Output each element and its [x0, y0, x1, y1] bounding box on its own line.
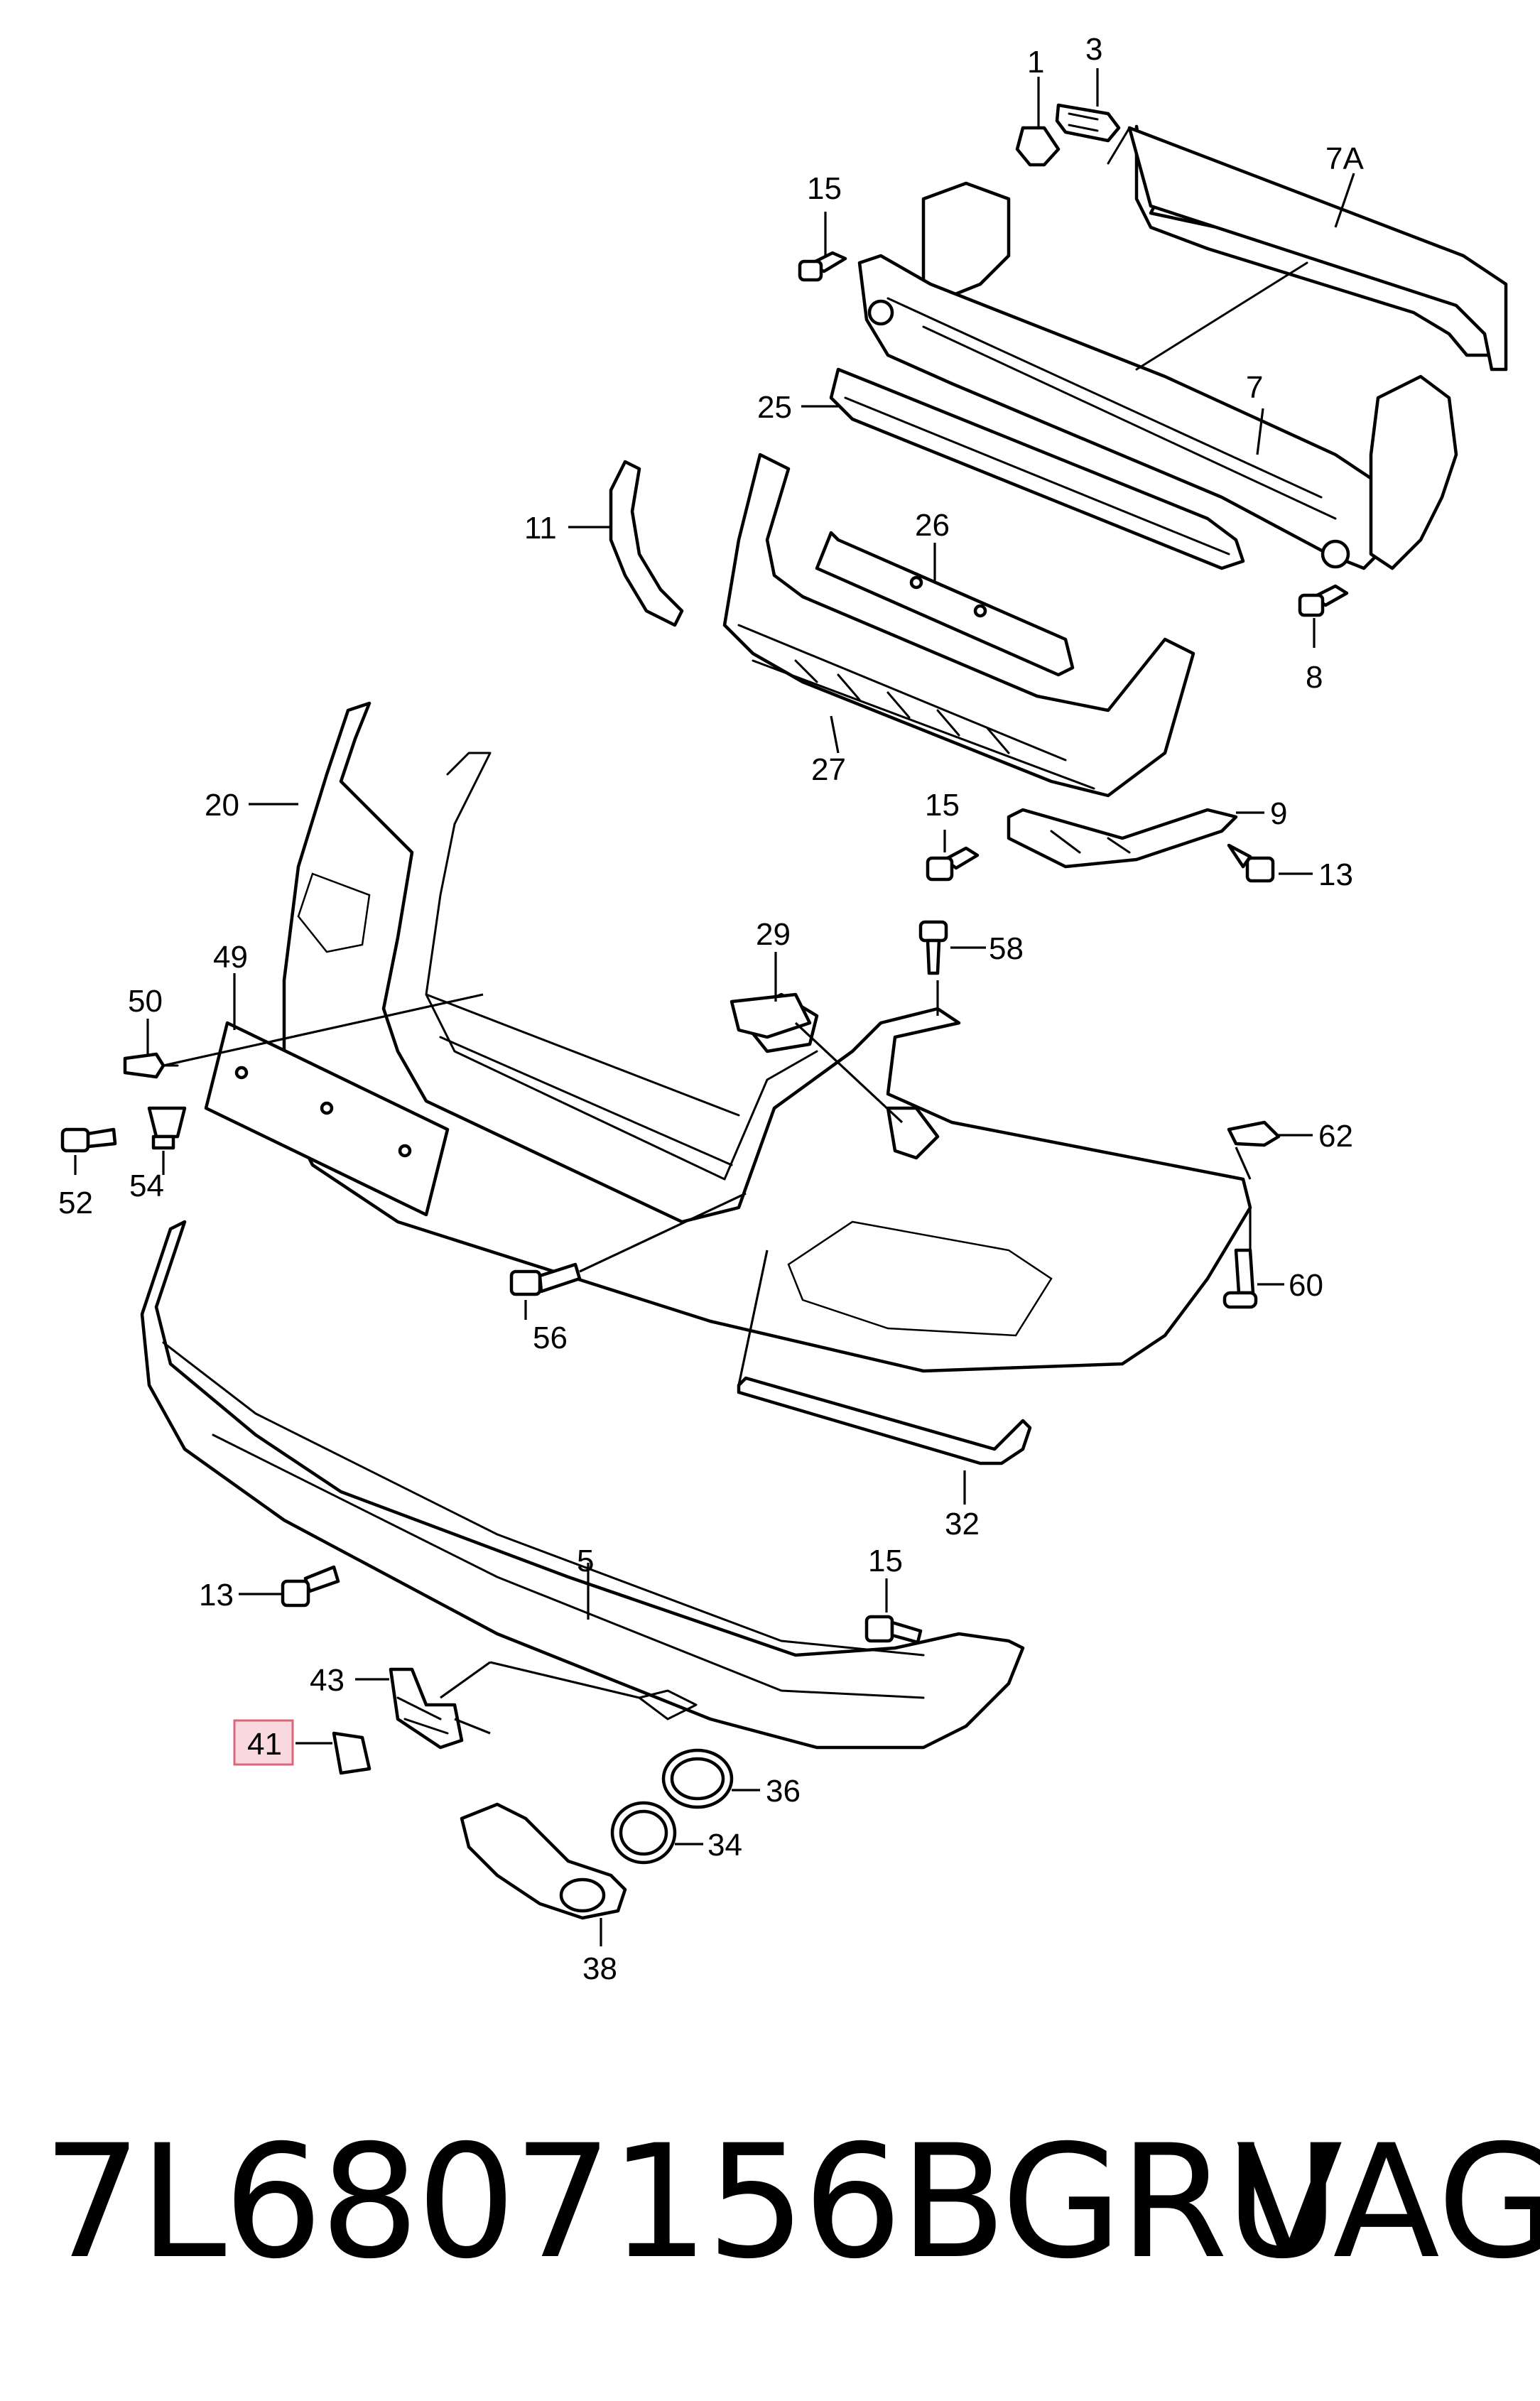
callout-27[interactable]: 27 — [811, 752, 846, 787]
part-3-clip — [1055, 103, 1121, 143]
screw-60 — [1222, 1248, 1258, 1309]
callout-13-right[interactable]: 13 — [1318, 857, 1353, 892]
callout-9[interactable]: 9 — [1270, 796, 1287, 831]
screw-15-lower — [864, 1615, 923, 1644]
callout-3[interactable]: 3 — [1085, 32, 1102, 67]
callout-49[interactable]: 49 — [213, 940, 248, 975]
part-36-ring — [661, 1748, 734, 1809]
part-number-caption: 7L6807156BGRU — [43, 2111, 1340, 2293]
screw-8 — [1298, 584, 1349, 617]
callout-8[interactable]: 8 — [1306, 660, 1323, 695]
part-32-trim-strip — [737, 1376, 1032, 1465]
part-43-bracket — [389, 1667, 464, 1750]
callout-7[interactable]: 7 — [1246, 370, 1263, 405]
callout-50[interactable]: 50 — [128, 984, 163, 1019]
leader-lines — [74, 68, 1355, 1946]
screw-15-mid — [926, 846, 980, 882]
callout-29[interactable]: 29 — [756, 917, 791, 952]
callout-43[interactable]: 43 — [310, 1663, 345, 1698]
callout-15-top[interactable]: 15 — [807, 171, 842, 206]
nut-54 — [147, 1106, 187, 1150]
callout-7A[interactable]: 7A — [1325, 141, 1364, 176]
part-25-absorber — [829, 367, 1245, 570]
screw-56 — [509, 1262, 582, 1296]
callout-13-lower[interactable]: 13 — [199, 1578, 234, 1613]
callout-15-mid[interactable]: 15 — [925, 788, 960, 823]
callout-41[interactable]: 41 — [247, 1727, 282, 1762]
part-20-bumper-cover — [282, 701, 1252, 1373]
screw-13-lower — [281, 1565, 340, 1608]
clip-50 — [123, 1052, 179, 1079]
callout-58[interactable]: 58 — [989, 931, 1024, 966]
callout-11[interactable]: 11 — [524, 511, 557, 546]
part-41-cap — [332, 1731, 372, 1775]
screw-58 — [918, 920, 948, 975]
part-9-side-guide — [1007, 808, 1238, 869]
part-26-plate — [815, 531, 1075, 677]
part-29-cap — [730, 992, 812, 1039]
callout-60[interactable]: 60 — [1289, 1268, 1323, 1303]
part-7A-shield — [1127, 124, 1508, 372]
callout-5[interactable]: 5 — [577, 1544, 594, 1578]
part-5-lower-spoiler — [140, 1220, 1025, 1750]
callout-34[interactable]: 34 — [707, 1828, 742, 1863]
callout-52[interactable]: 52 — [58, 1186, 93, 1220]
callout-15-lower[interactable]: 15 — [868, 1544, 903, 1578]
screw-15-top — [798, 251, 847, 282]
part-34-ring — [610, 1801, 677, 1865]
callout-38[interactable]: 38 — [582, 1951, 617, 1986]
screw-52 — [60, 1127, 117, 1153]
callout-62[interactable]: 62 — [1318, 1119, 1353, 1154]
callout-56[interactable]: 56 — [533, 1321, 568, 1355]
part-1-bracket — [1015, 126, 1061, 167]
callout-26[interactable]: 26 — [915, 508, 950, 543]
callout-36[interactable]: 36 — [766, 1774, 801, 1809]
clip-62 — [1227, 1120, 1281, 1147]
callout-32[interactable]: 32 — [945, 1507, 980, 1541]
callout-54[interactable]: 54 — [129, 1169, 164, 1203]
part-49-plate-bracket — [204, 1021, 450, 1217]
callout-41-highlight — [233, 1719, 294, 1766]
part-27-carrier — [722, 452, 1195, 798]
brand-caption: VAG — [1236, 2111, 1540, 2293]
callout-25[interactable]: 25 — [757, 390, 792, 425]
part-7-crossmember — [857, 126, 1458, 570]
callout-1[interactable]: 1 — [1027, 45, 1044, 80]
part-11-side-bracket — [609, 460, 684, 627]
callout-labels: 1 3 7A 15 7 25 11 26 8 27 20 15 9 13 29 … — [58, 32, 1364, 1986]
callout-20[interactable]: 20 — [205, 788, 239, 823]
screw-13-right — [1227, 843, 1275, 883]
part-38-cover — [460, 1802, 627, 1920]
